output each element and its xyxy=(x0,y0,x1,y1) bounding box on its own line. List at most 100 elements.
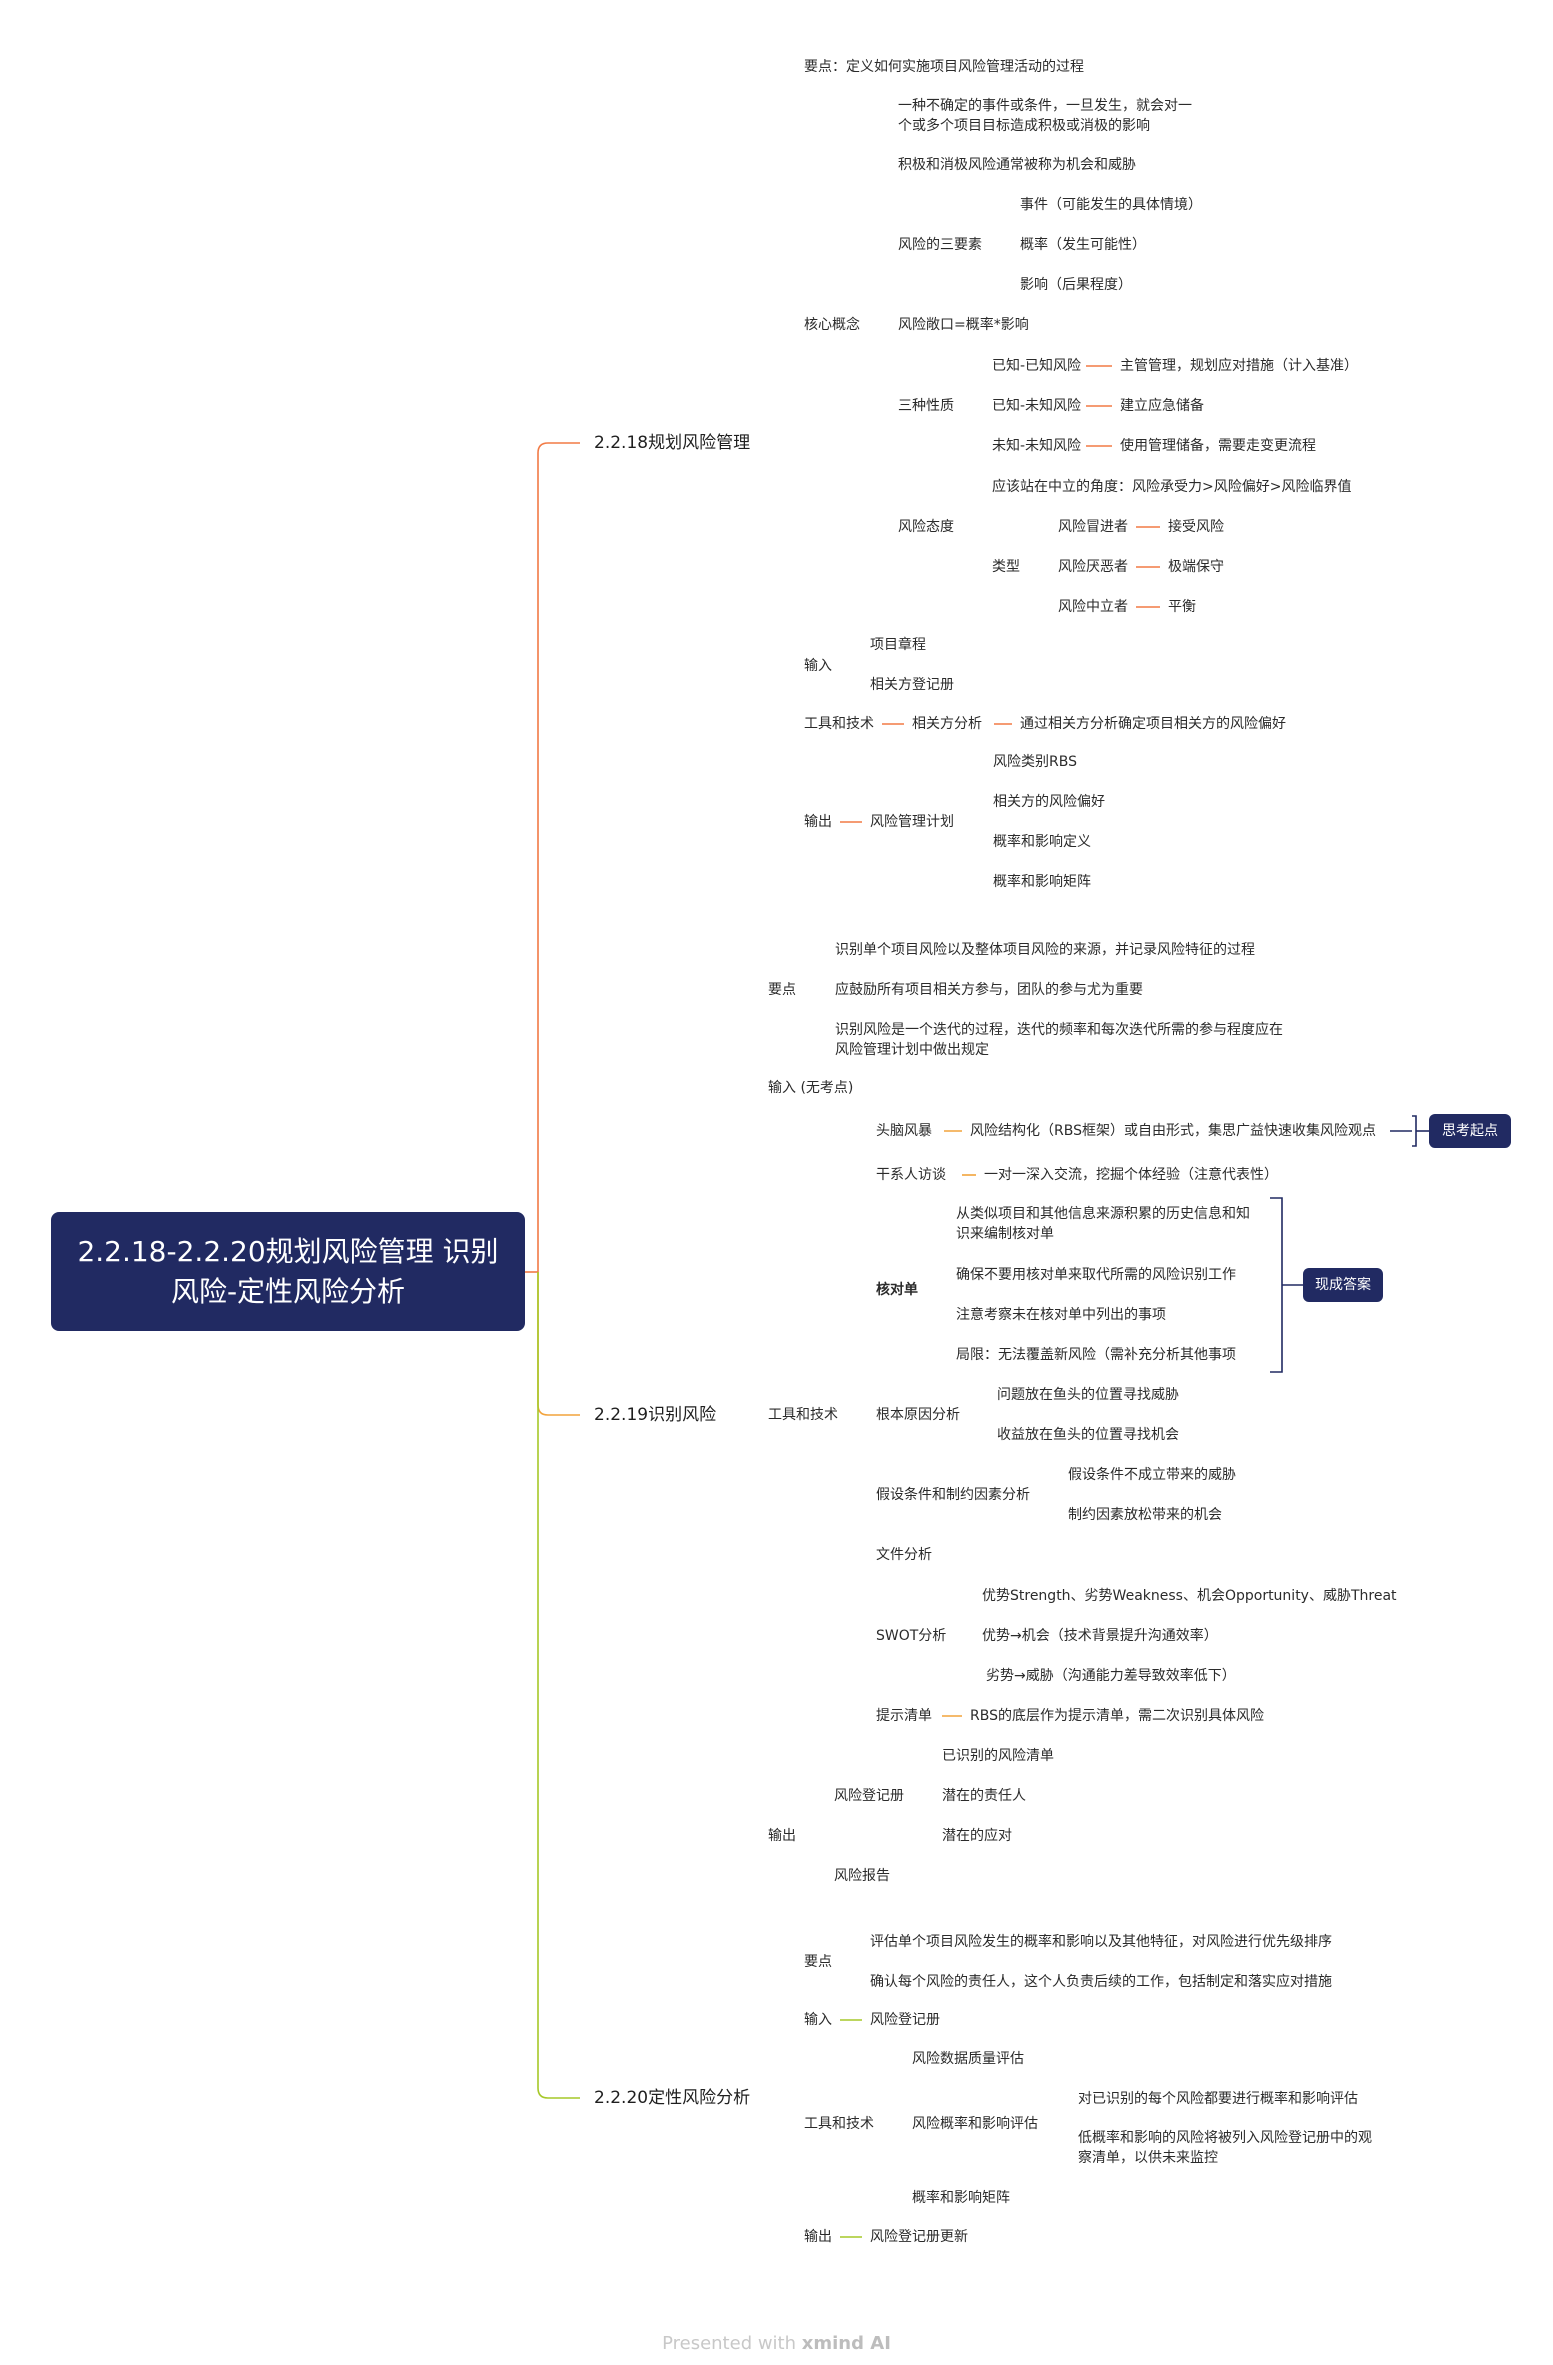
s1-posneg[interactable]: 积极和消极风险通常被称为机会和威胁 xyxy=(898,157,1136,173)
s1-three-elements[interactable]: 风险的三要素 xyxy=(898,237,982,253)
s2-checklist-i2[interactable]: 确保不要用核对单来取代所需的风险识别工作 xyxy=(956,1267,1236,1283)
s1-type-seeker[interactable]: 风险冒进者 xyxy=(1058,519,1128,535)
s1-nature-kk[interactable]: 已知-已知风险 xyxy=(992,358,1082,374)
s3-yaodian-p1[interactable]: 评估单个项目风险发生的概率和影响以及其他特征，对风险进行优先级排序 xyxy=(870,1934,1332,1950)
connector xyxy=(784,67,792,75)
s1-tools[interactable]: 工具和技术 xyxy=(804,716,874,732)
s2-yaodian[interactable]: 要点 xyxy=(768,982,796,998)
s1-uncertain-1[interactable]: 一种不确定的事件或条件，一旦发生，就会对一 xyxy=(898,98,1192,114)
connector xyxy=(1000,205,1008,213)
s2-prompt-v[interactable]: RBS的底层作为提示清单，需二次识别具体风险 xyxy=(970,1708,1264,1724)
s2-input[interactable]: 输入 (无考点) xyxy=(768,1080,854,1096)
s1-element-event[interactable]: 事件（可能发生的具体情境） xyxy=(1020,197,1202,213)
s2-swot-b[interactable]: 优势→机会（技术背景提升沟通效率） xyxy=(982,1628,1218,1644)
s1-type-neutral-v[interactable]: 平衡 xyxy=(1168,599,1196,615)
s2-output-register[interactable]: 风险登记册 xyxy=(834,1788,904,1804)
s1-output[interactable]: 输出 xyxy=(804,814,832,830)
s1-nature-ku-v[interactable]: 建立应急储备 xyxy=(1120,398,1204,414)
s3-quality[interactable]: 风险数据质量评估 xyxy=(912,2051,1024,2067)
s1-type-neutral[interactable]: 风险中立者 xyxy=(1058,599,1128,615)
s1-nature-ku[interactable]: 已知-未知风险 xyxy=(992,398,1082,414)
connector xyxy=(784,325,792,333)
s1-nature-uu[interactable]: 未知-未知风险 xyxy=(992,438,1082,454)
s2-output-report[interactable]: 风险报告 xyxy=(834,1868,890,1884)
badge-ready-answer[interactable]: 现成答案 xyxy=(1303,1268,1383,1302)
s2-assumption[interactable]: 假设条件和制约因素分析 xyxy=(876,1487,1030,1503)
s1-type-averse[interactable]: 风险厌恶者 xyxy=(1058,559,1128,575)
s2-checklist[interactable]: 核对单 xyxy=(876,1282,918,1298)
s2-checklist-i1b[interactable]: 识来编制核对单 xyxy=(956,1226,1054,1242)
s2-brainstorm-v[interactable]: 风险结构化（RBS框架）或自由形式，集思广益快速收集风险观点 xyxy=(970,1123,1376,1139)
s2-rootcause-a[interactable]: 问题放在鱼头的位置寻找威胁 xyxy=(997,1387,1179,1403)
s2-prompt[interactable]: 提示清单 xyxy=(876,1708,932,1724)
s1-tools-item[interactable]: 相关方分析 xyxy=(912,716,982,732)
badge-thinking-start[interactable]: 思考起点 xyxy=(1429,1114,1511,1148)
s3-matrix[interactable]: 概率和影响矩阵 xyxy=(912,2190,1010,2206)
s2-yaodian-p3b[interactable]: 风险管理计划中做出规定 xyxy=(835,1042,989,1058)
section-2-2-18[interactable]: 2.2.18规划风险管理 xyxy=(594,433,751,453)
connector xyxy=(922,1828,930,1836)
s3-tools[interactable]: 工具和技术 xyxy=(804,2116,874,2132)
s2-checklist-i3[interactable]: 注意考察未在核对单中列出的事项 xyxy=(956,1307,1166,1323)
s1-output-appetite[interactable]: 相关方的风险偏好 xyxy=(993,794,1105,810)
s3-yaodian-p2[interactable]: 确认每个风险的责任人，这个人负责后续的工作，包括制定和落实应对措施 xyxy=(870,1974,1332,1990)
root-topic[interactable]: 2.2.18-2.2.20规划风险管理 识别风险-定性风险分析 xyxy=(51,1212,525,1331)
s3-input-v[interactable]: 风险登记册 xyxy=(870,2012,940,2028)
s2-tools[interactable]: 工具和技术 xyxy=(768,1407,838,1423)
s1-input-charter[interactable]: 项目章程 xyxy=(870,637,926,653)
s1-element-impact[interactable]: 影响（后果程度） xyxy=(1020,277,1132,293)
s2-interview[interactable]: 干系人访谈 xyxy=(876,1167,946,1183)
s1-type-averse-v[interactable]: 极端保守 xyxy=(1168,559,1224,575)
s2-yaodian-p1[interactable]: 识别单个项目风险以及整体项目风险的来源，并记录风险特征的过程 xyxy=(835,942,1255,958)
s3-output[interactable]: 输出 xyxy=(804,2229,832,2245)
s2-checklist-i4[interactable]: 局限：无法覆盖新风险（需补充分析其他事项 xyxy=(956,1347,1236,1363)
section-2-2-19[interactable]: 2.2.19识别风险 xyxy=(594,1405,717,1425)
s3-assess[interactable]: 风险概率和影响评估 xyxy=(912,2116,1038,2132)
s3-assess-a[interactable]: 对已识别的每个风险都要进行概率和影响评估 xyxy=(1078,2091,1358,2107)
s2-reg-list[interactable]: 已识别的风险清单 xyxy=(942,1748,1054,1764)
s1-exposure[interactable]: 风险敞口=概率*影响 xyxy=(898,317,1029,333)
s1-output-plan[interactable]: 风险管理计划 xyxy=(870,814,954,830)
s2-yaodian-p2[interactable]: 应鼓励所有项目相关方参与，团队的参与尤为重要 xyxy=(835,982,1143,998)
s1-yaodian[interactable]: 要点：定义如何实施项目风险管理活动的过程 xyxy=(804,59,1084,75)
s2-yaodian-p3a[interactable]: 识别风险是一个迭代的过程，迭代的频率和每次迭代所需的参与程度应在 xyxy=(835,1022,1283,1038)
s2-interview-v[interactable]: 一对一深入交流，挖掘个体经验（注意代表性） xyxy=(984,1167,1278,1183)
s1-attitude-type[interactable]: 类型 xyxy=(992,559,1020,575)
s2-reg-owner[interactable]: 潜在的责任人 xyxy=(942,1788,1026,1804)
s1-output-matrix[interactable]: 概率和影响矩阵 xyxy=(993,874,1091,890)
s1-tools-detail[interactable]: 通过相关方分析确定项目相关方的风险偏好 xyxy=(1020,716,1286,732)
connector xyxy=(880,245,888,253)
s1-attitude-neutral[interactable]: 应该站在中立的角度：风险承受力>风险偏好>风险临界值 xyxy=(992,479,1352,495)
s1-three-nature[interactable]: 三种性质 xyxy=(898,398,954,414)
s2-swot-a[interactable]: 优势Strength、劣势Weakness、机会Opportunity、威胁Th… xyxy=(982,1588,1397,1604)
s1-uncertain-2[interactable]: 个或多个项目目标造成积极或消极的影响 xyxy=(898,118,1150,134)
s3-yaodian[interactable]: 要点 xyxy=(804,1954,832,1970)
s2-rootcause-b[interactable]: 收益放在鱼头的位置寻找机会 xyxy=(997,1427,1179,1443)
s1-core-label[interactable]: 核心概念 xyxy=(804,317,860,333)
s2-output[interactable]: 输出 xyxy=(768,1828,796,1844)
section-2-2-20[interactable]: 2.2.20定性风险分析 xyxy=(594,2088,751,2108)
s2-brainstorm[interactable]: 头脑风暴 xyxy=(876,1123,932,1139)
s1-input[interactable]: 输入 xyxy=(804,658,832,674)
s1-nature-kk-v[interactable]: 主管管理，规划应对措施（计入基准） xyxy=(1120,358,1358,374)
s1-attitude[interactable]: 风险态度 xyxy=(898,519,954,535)
s1-nature-uu-v[interactable]: 使用管理储备，需要走变更流程 xyxy=(1120,438,1316,454)
s2-docs[interactable]: 文件分析 xyxy=(876,1547,932,1563)
s3-output-v[interactable]: 风险登记册更新 xyxy=(870,2229,968,2245)
s2-assumption-a[interactable]: 假设条件不成立带来的威胁 xyxy=(1068,1467,1236,1483)
s2-swot-c[interactable]: 劣势→威胁（沟通能力差导致效率低下） xyxy=(986,1668,1236,1684)
s3-assess-b2[interactable]: 察清单，以供未来监控 xyxy=(1078,2150,1218,2166)
s2-swot[interactable]: SWOT分析 xyxy=(876,1628,947,1644)
s2-checklist-i1a[interactable]: 从类似项目和其他信息来源积累的历史信息和知 xyxy=(956,1206,1250,1222)
s1-element-prob[interactable]: 概率（发生可能性） xyxy=(1020,237,1146,253)
connector xyxy=(856,1131,864,1139)
s2-reg-response[interactable]: 潜在的应对 xyxy=(942,1828,1012,1844)
s1-output-def[interactable]: 概率和影响定义 xyxy=(993,834,1091,850)
s2-assumption-b[interactable]: 制约因素放松带来的机会 xyxy=(1068,1507,1222,1523)
s2-rootcause[interactable]: 根本原因分析 xyxy=(876,1407,960,1423)
s3-assess-b1[interactable]: 低概率和影响的风险将被列入风险登记册中的观 xyxy=(1078,2130,1372,2146)
s3-input[interactable]: 输入 xyxy=(804,2012,832,2028)
s1-input-register[interactable]: 相关方登记册 xyxy=(870,677,954,693)
s1-output-rbs[interactable]: 风险类别RBS xyxy=(993,754,1077,770)
s1-type-seeker-v[interactable]: 接受风险 xyxy=(1168,519,1224,535)
